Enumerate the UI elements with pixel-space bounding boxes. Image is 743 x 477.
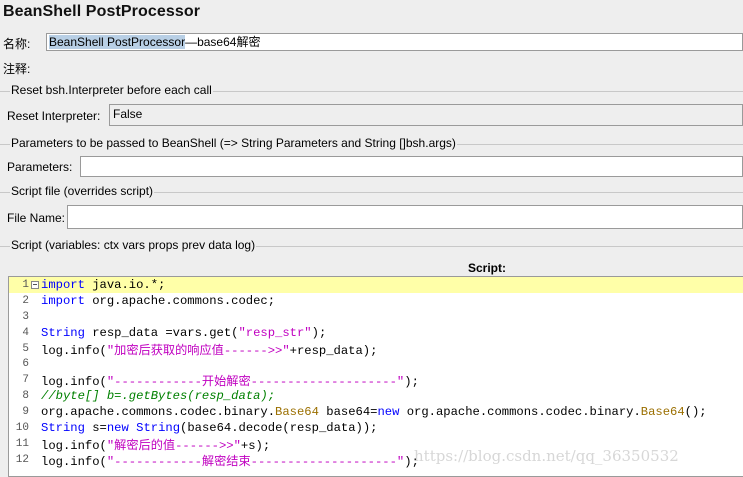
comment-label: 注释: [3, 62, 31, 76]
code-lines: 1 import java.io.*; 2 import org.apache.com… [9, 277, 743, 469]
line-number: 8 [22, 390, 29, 403]
code-line: 1 import java.io.*; [9, 277, 743, 293]
code-line: 8 //byte[] b=.getBytes(resp_data); [9, 388, 743, 404]
panel-title: BeanShell PostProcessor [3, 3, 201, 20]
reset-group-title: Reset bsh.Interpreter before each call [10, 83, 213, 97]
parameters-input[interactable] [80, 156, 743, 177]
script-group-title: Script (variables: ctx vars props prev d… [10, 238, 257, 252]
code-line: 9 org.apache.commons.codec.binary.Base64 … [9, 404, 743, 420]
reset-label: Reset Interpreter: [7, 109, 101, 123]
name-selected-text: BeanShell PostProcessor [49, 35, 186, 49]
code-text: log.info("解密后的值------>>"+s); [41, 438, 271, 453]
code-text: import org.apache.commons.codec; [41, 293, 276, 308]
code-line: 7 log.info("------------开始解密-------------… [9, 372, 743, 390]
params-group-title: Parameters to be passed to BeanShell (=>… [10, 136, 457, 150]
code-text: import java.io.*; [41, 277, 166, 292]
file-group: Script file (overrides script) [0, 184, 743, 198]
file-group-title: Script file (overrides script) [10, 184, 155, 198]
name-label: 名称: [3, 37, 31, 51]
line-number: 6 [22, 358, 29, 371]
code-line: 4 String resp_data =vars.get("resp_str"); [9, 325, 743, 341]
params-label: Parameters: [7, 160, 73, 174]
name-field[interactable]: BeanShell PostProcessor—base64解密 [46, 33, 743, 51]
reset-interpreter-value: False [113, 107, 143, 121]
code-line: 2 import org.apache.commons.codec; [9, 293, 743, 309]
line-number: 4 [22, 326, 29, 339]
code-text: //byte[] b=.getBytes(resp_data); [41, 389, 276, 404]
file-name-label: File Name: [7, 211, 66, 225]
line-number: 2 [22, 294, 29, 307]
script-group: Script (variables: ctx vars props prev d… [0, 238, 743, 252]
code-text: log.info("------------开始解密--------------… [41, 375, 419, 390]
reset-interpreter-select[interactable]: False [109, 104, 743, 126]
script-editor[interactable]: 1 import java.io.*; 2 import org.apache.com… [8, 276, 743, 477]
line-number: 12 [15, 453, 29, 466]
code-text: log.info("------------解密结束--------------… [41, 454, 419, 469]
params-group: Parameters to be passed to BeanShell (=>… [0, 136, 743, 150]
line-number: 1 [22, 278, 29, 291]
line-number: 7 [22, 374, 29, 387]
script-label: Script: [468, 261, 507, 275]
code-line: 6 [9, 356, 743, 372]
code-text: String resp_data =vars.get("resp_str"); [41, 325, 327, 340]
code-line: 3 [9, 309, 743, 325]
line-number: 11 [15, 437, 29, 450]
code-line: 12 log.info("------------解密结束------------… [9, 452, 743, 469]
code-text: log.info("加密后获取的响应值------>>"+resp_data); [41, 343, 378, 358]
line-number: 5 [22, 342, 29, 355]
fold-toggle-icon[interactable] [31, 280, 39, 289]
watermark: https://blog.csdn.net/qq_36350532 [414, 447, 679, 465]
file-name-input[interactable] [67, 205, 743, 229]
code-line: 5 log.info("加密后获取的响应值------>>"+resp_data)… [9, 341, 743, 358]
comment-field[interactable] [40, 58, 743, 76]
code-text: String s=new String(base64.decode(resp_d… [41, 420, 378, 435]
line-number: 9 [22, 406, 29, 419]
line-number: 3 [22, 310, 29, 323]
code-line: 11 log.info("解密后的值------>>"+s); [9, 436, 743, 453]
name-rest-text: —base64解密 [185, 35, 261, 49]
code-line: 10 String s=new String(base64.decode(resp… [9, 420, 743, 436]
line-number: 10 [15, 421, 29, 434]
code-text: org.apache.commons.codec.binary.Base64 b… [41, 405, 707, 420]
reset-group: Reset bsh.Interpreter before each call [0, 83, 743, 132]
